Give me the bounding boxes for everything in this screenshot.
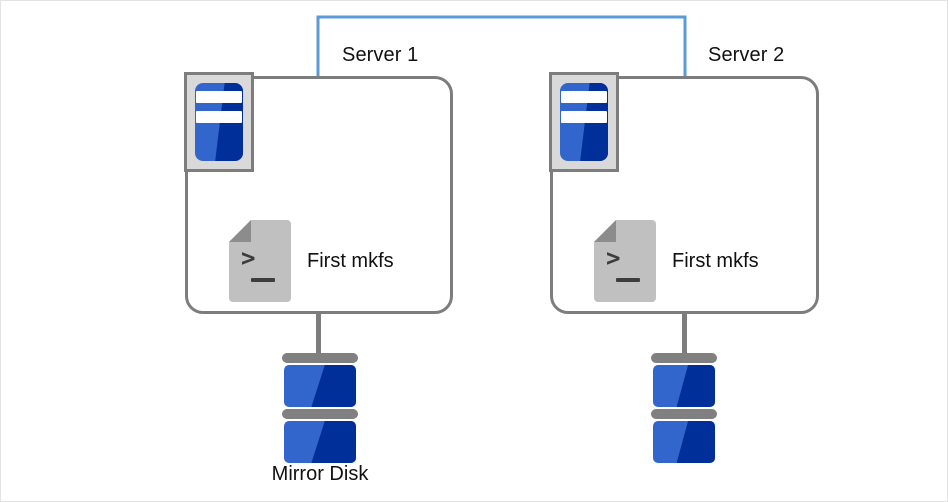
terminal-cursor-glyph [616,278,640,282]
terminal-document-icon: > [594,220,656,302]
server-2-title: Server 2 [708,44,785,66]
disk-platter [284,365,356,407]
server-bay-bar [561,91,607,103]
server-bay-bar [196,111,242,123]
server-bay-bar [196,91,242,103]
terminal-document-icon: > [229,220,291,302]
mirror-disk-label: Mirror Disk [271,463,369,485]
server-2-disk [651,353,717,463]
server-2-disk-connector [682,313,687,359]
disk-plate [282,409,358,419]
disk-plate [282,353,358,363]
disk-platter [284,421,356,463]
server-2-mkfs-item: > First mkfs [594,220,759,302]
disk-platter [653,421,715,463]
server-1-disk [282,353,358,463]
terminal-cursor-glyph [251,278,275,282]
disk-plate [651,353,717,363]
document-page [229,220,291,302]
server-machine-icon [184,72,254,172]
server-1-mkfs-label: First mkfs [307,249,394,272]
disk-plate [651,409,717,419]
disk-platter [653,365,715,407]
document-fold-corner [229,220,251,242]
server-2-mkfs-label: First mkfs [672,249,759,272]
server-machine-icon [549,72,619,172]
document-fold-corner [594,220,616,242]
server-bay-bar [561,111,607,123]
terminal-prompt-glyph: > [241,244,256,272]
server-1-title: Server 1 [342,44,419,66]
server-1-disk-connector [316,313,321,359]
document-page [594,220,656,302]
server-1-mkfs-item: > First mkfs [229,220,394,302]
terminal-prompt-glyph: > [606,244,621,272]
